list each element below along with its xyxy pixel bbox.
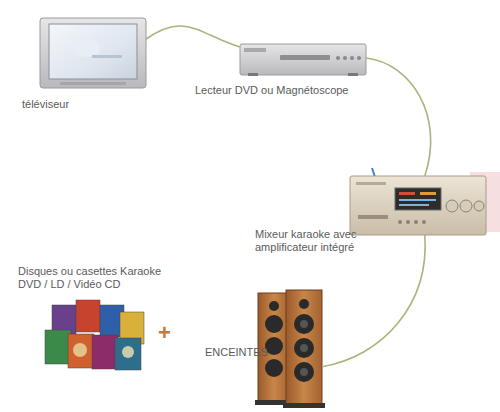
device-node: Mixeur karaoke avec amplificateur intégr… [350, 176, 486, 235]
mixer-amplifier-illustration [350, 168, 500, 235]
dvd-player-illustration [240, 44, 366, 76]
cable-connector [366, 58, 431, 176]
device-caption: ENCEINTES [205, 346, 265, 359]
device-node: Disques ou casettes Karaoke DVD / LD / V… [45, 300, 145, 370]
cable-connector [322, 235, 425, 367]
cable-connector [146, 26, 240, 47]
device-caption: téléviseur [22, 98, 112, 111]
speakers-illustration [255, 290, 325, 408]
device-caption: Mixeur karaoke avec amplificateur intégr… [255, 228, 390, 254]
device-node: ENCEINTES [258, 290, 322, 408]
television-illustration [40, 18, 146, 88]
device-caption: Disques ou casettes Karaoke DVD / LD / V… [18, 265, 163, 291]
device-caption: Lecteur DVD ou Magnétoscope [195, 84, 395, 97]
device-node: Lecteur DVD ou Magnétoscope [240, 44, 366, 75]
device-node: téléviseur [40, 18, 146, 88]
discs-illustration [45, 300, 144, 370]
plus-sign: + [158, 322, 171, 344]
